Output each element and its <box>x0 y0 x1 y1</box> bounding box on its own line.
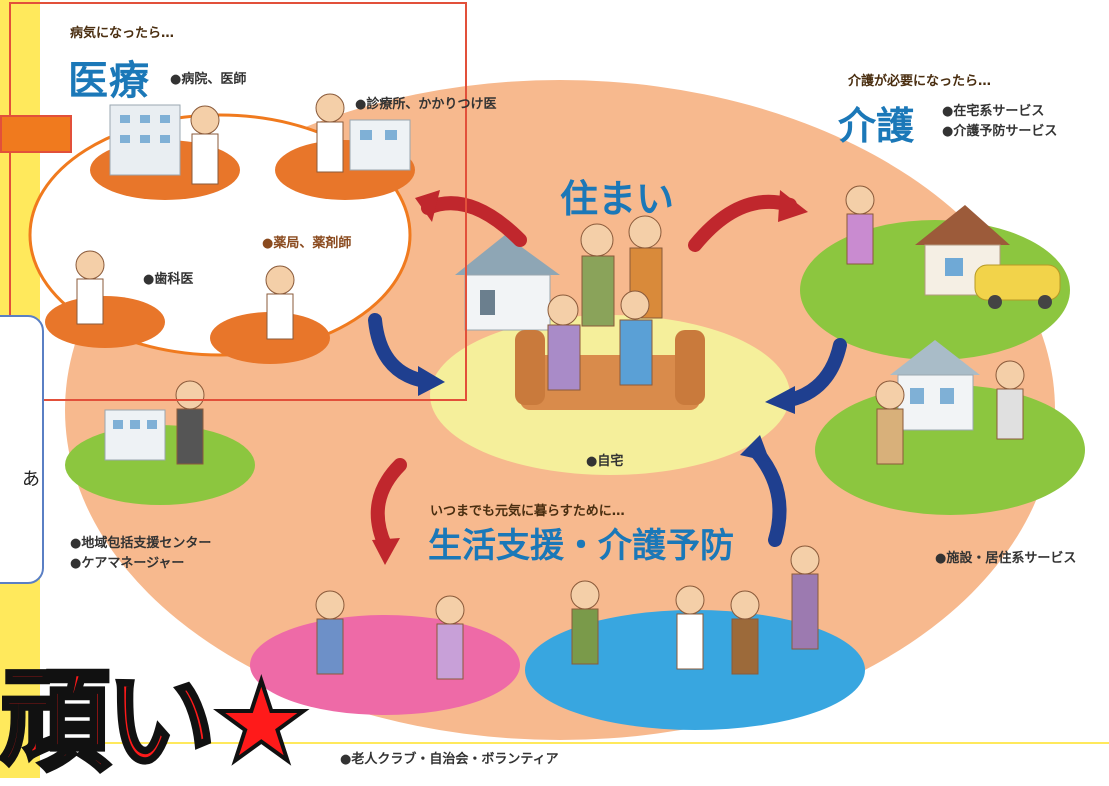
hospital-building <box>109 104 181 176</box>
dentist-platform <box>45 296 165 348</box>
overlay-partial-char: あ <box>22 469 40 490</box>
dentist-label: ●歯科医 <box>143 272 194 287</box>
hospital-label: ●病院、医師 <box>170 72 247 87</box>
people-figures <box>75 93 1025 680</box>
orange-label-bar <box>0 115 72 153</box>
center-building <box>104 409 166 461</box>
care-home-service-label: ●在宅系サービス <box>942 104 1045 119</box>
facility-building <box>890 340 980 431</box>
facility-label: ●施設・居住系サービス <box>935 551 1077 566</box>
pharmacy-label: ●薬局、薬剤師 <box>262 236 352 251</box>
care-car <box>974 264 1061 309</box>
red-arrowheads <box>372 190 808 565</box>
bottom-band <box>40 740 1109 778</box>
center-line1: ●地域包括支援センター <box>70 536 212 551</box>
medical-lead: 病気になったら… <box>70 26 175 41</box>
support-lead: いつまでも元気に暮らすために… <box>430 504 625 519</box>
blue-arrowheads <box>418 366 795 462</box>
club-platform <box>525 610 865 730</box>
support-title: 生活支援・介護予防 <box>428 526 734 566</box>
bottom-band-line <box>40 742 1109 744</box>
family-sofa <box>515 330 705 410</box>
overlay-text-box <box>0 315 44 584</box>
family-house <box>455 235 560 331</box>
center-line2: ●ケアマネージャー <box>70 556 185 571</box>
medical-title: 医療 <box>68 58 150 104</box>
care-lead: 介護が必要になったら… <box>848 74 992 89</box>
clinic-building <box>349 119 411 171</box>
care-title: 介護 <box>838 104 915 148</box>
home-label: ●自宅 <box>586 454 624 469</box>
care-prevention-service-label: ●介護予防サービス <box>942 124 1058 139</box>
overlay-big-text: 頑い★ <box>0 658 313 786</box>
housing-title: 住まい <box>560 177 675 221</box>
clinic-label: ●診療所、かかりつけ医 <box>355 97 497 112</box>
medical-highlight-frame <box>9 2 467 401</box>
clubs-label: ●老人クラブ・自治会・ボランティア <box>340 752 559 767</box>
